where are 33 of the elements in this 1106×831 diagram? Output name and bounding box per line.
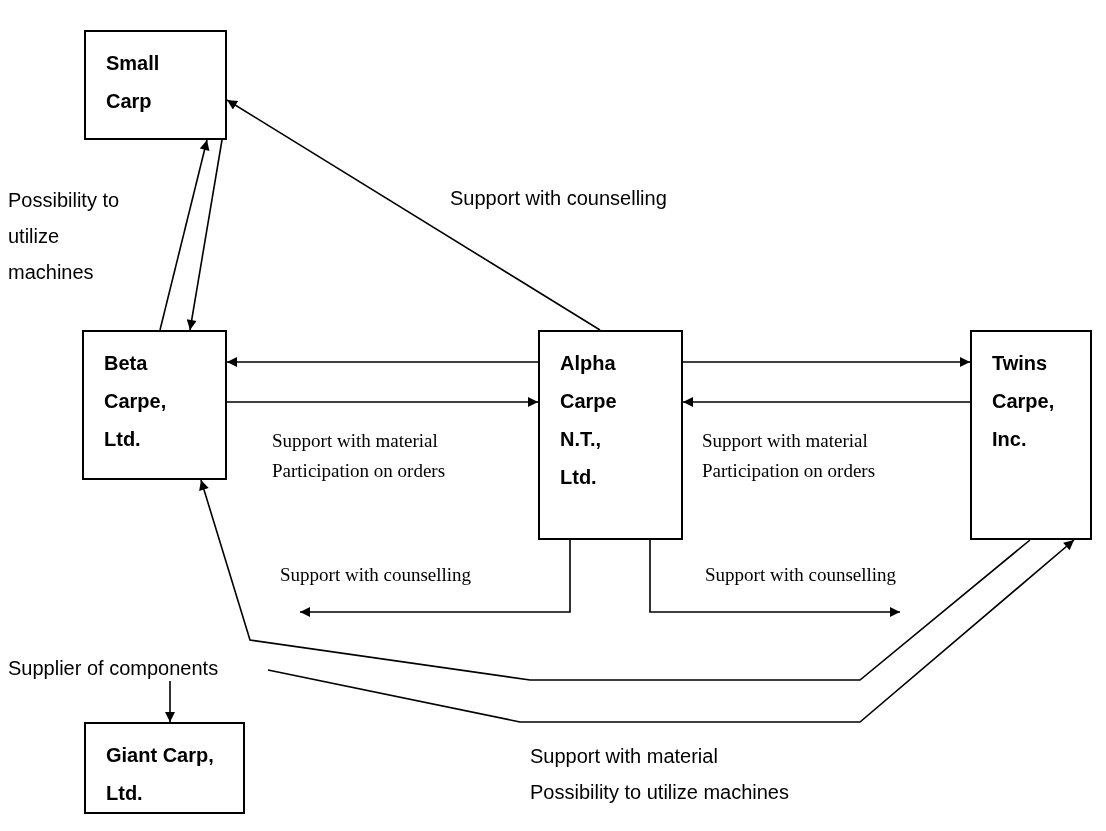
arrow (649, 539, 901, 617)
annotation-text: Support with counselling (450, 186, 668, 211)
arrow (226, 99, 601, 331)
annotation-text: Possibility to utilize machines (530, 780, 790, 805)
arrow (165, 680, 175, 723)
annotation-text: Participation on orders (272, 459, 447, 483)
annotation-text: Support with counselling (280, 563, 473, 587)
arrow (199, 479, 1031, 681)
company-name: Beta Carpe, Ltd. (104, 351, 168, 452)
node-text: Supplier of components (8, 655, 268, 681)
company-box (538, 330, 683, 540)
annotation-text: Participation on orders (702, 459, 877, 483)
company-box (970, 330, 1092, 540)
annotation-text: Support with material (530, 744, 719, 769)
arrow (682, 397, 971, 407)
arrow (226, 357, 539, 367)
arrow (226, 397, 539, 407)
company-box (84, 30, 227, 140)
company-box (84, 722, 245, 814)
arrow (682, 357, 971, 367)
company-box (82, 330, 227, 480)
annotation-text: Support with counselling (705, 563, 898, 587)
company-name: Giant Carp, Ltd. (106, 743, 215, 806)
arrow (299, 539, 571, 617)
company-name: Small Carp (106, 51, 161, 114)
company-name: Alpha Carpe N.T., Ltd. (560, 351, 618, 490)
arrow (267, 539, 1075, 723)
annotation-text: Possibility to utilize machines (8, 188, 121, 285)
arrow (186, 139, 223, 331)
annotation-text: Support with material (272, 429, 439, 453)
arrow (159, 139, 210, 331)
annotation-text: Support with material (702, 429, 869, 453)
company-name: Twins Carpe, Inc. (992, 351, 1056, 452)
